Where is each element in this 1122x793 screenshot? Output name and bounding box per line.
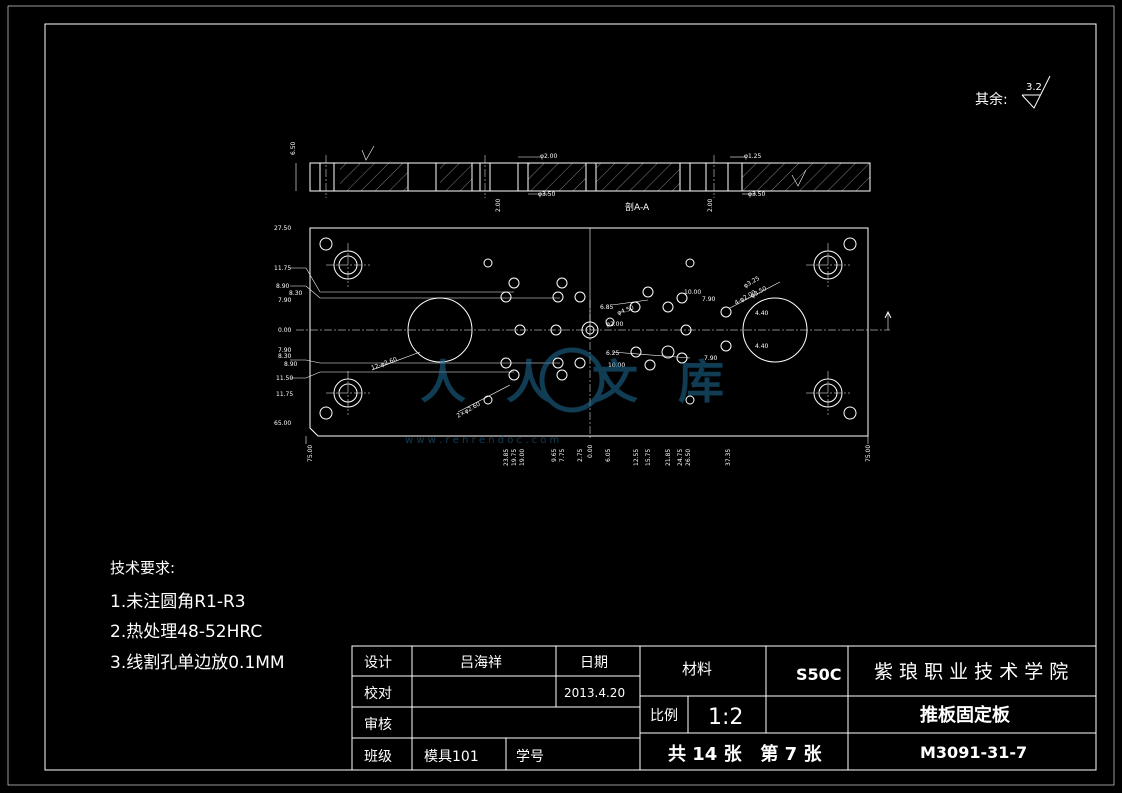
roughness-symbol-icon <box>1021 75 1051 109</box>
bottom-label-13: 26.50 <box>685 449 692 466</box>
hatch-zone-5 <box>742 163 870 191</box>
school-name: 紫 琅 职 业 技 术 学 院 <box>874 661 1068 683</box>
corner-holes <box>319 237 857 420</box>
center-label-4: 10.00 <box>684 289 701 296</box>
section-view: 6.50 φ2.00 φ3.50 φ1.25 φ3.50 2.00 2.00 剖… <box>290 141 871 213</box>
bottom-label-8: 6.05 <box>605 448 612 462</box>
center-label-2: 6.25 <box>606 350 620 357</box>
ejector-holes <box>500 277 732 381</box>
section-dim-1: φ2.00 <box>540 153 558 160</box>
hole-note-1: φ2.00 <box>606 321 624 328</box>
drawing-number: M3091-31-7 <box>920 743 1027 762</box>
hatch-zone-4 <box>596 163 680 191</box>
center-label-6: 4.40 <box>755 310 769 317</box>
left-label-6: 7.90 <box>278 347 292 354</box>
check-label: 校对 <box>364 685 392 702</box>
bottom-label-4: 9.65 <box>551 448 558 462</box>
section-dim-6: 2.00 <box>707 198 714 212</box>
scale-label: 比例 <box>650 708 678 724</box>
left-label-2: 8.90 <box>276 283 290 290</box>
left-label-11: 65.00 <box>274 420 291 427</box>
bottom-label-6: 0.00 <box>587 444 594 458</box>
center-label-5: 10.00 <box>608 362 625 369</box>
part-name: 推板固定板 <box>920 704 1011 726</box>
tech-item-2: 2.热处理48-52HRC <box>110 622 262 642</box>
left-label-5: 0.00 <box>278 327 292 334</box>
center-label-1: 7.90 <box>702 296 716 303</box>
hatch-zone-3 <box>528 163 586 191</box>
section-dim-3: φ1.25 <box>744 153 762 160</box>
bottom-label-10: 15.75 <box>645 449 652 466</box>
material-value: S50C <box>796 665 842 684</box>
hole-note-3: 12-φ2.60 <box>370 356 398 372</box>
plan-view: 27.50 11.75 8.90 8.30 7.90 0.00 7.90 8.3… <box>274 225 892 466</box>
scale-value: 1:2 <box>708 705 743 730</box>
tech-item-3: 3.线割孔单边放0.1MM <box>110 653 285 673</box>
bottom-label-9: 12.55 <box>633 449 640 466</box>
section-dim-4: φ3.50 <box>748 191 766 198</box>
bottom-label-2: 19.75 <box>511 449 518 466</box>
bottom-label-15: 75.00 <box>865 445 872 462</box>
hatch-zone-2 <box>440 163 472 191</box>
left-label-1: 11.75 <box>274 265 291 272</box>
hatch-zone-1 <box>340 163 408 191</box>
design-name: 吕海祥 <box>460 655 502 671</box>
center-label-0: 6.85 <box>600 304 614 311</box>
section-dim-5: 2.00 <box>495 198 502 212</box>
surface-finish-note: 其余: 3.2 <box>975 75 1051 109</box>
bottom-label-11: 21.85 <box>665 449 672 466</box>
left-label-0: 27.50 <box>274 225 291 232</box>
tech-title: 技术要求: <box>110 559 175 577</box>
check-date: 2013.4.20 <box>564 686 625 700</box>
hole-note-0: φ4.50 <box>616 304 635 317</box>
watermark-logo-text: 人人文库 <box>420 355 764 409</box>
bottom-label-1: 23.85 <box>503 449 510 466</box>
outer-frame <box>7 5 1115 786</box>
section-label: 剖A-A <box>625 201 650 213</box>
surface-finish-value: 3.2 <box>1026 82 1042 93</box>
class-value: 模具101 <box>424 749 479 765</box>
center-label-3: 7.90 <box>704 355 718 362</box>
class-label: 班级 <box>364 749 392 765</box>
sheets-info: 共 14 张 第 7 张 <box>668 743 822 765</box>
plate-outline <box>309 227 869 437</box>
watermark: 人人文库 w w w . r e n r e n d o c . c o m <box>405 347 764 446</box>
student-label: 学号 <box>516 749 544 765</box>
bottom-label-12: 24.75 <box>677 449 684 466</box>
technical-requirements: 技术要求: 1.未注圆角R1-R3 2.热处理48-52HRC 3.线割孔单边放… <box>110 559 285 673</box>
material-label: 材料 <box>682 660 712 678</box>
guide-bushes <box>326 243 850 415</box>
tech-item-1: 1.未注圆角R1-R3 <box>110 592 246 612</box>
review-label: 审核 <box>364 717 392 733</box>
left-label-10: 11.75 <box>276 391 293 398</box>
design-label: 设计 <box>364 655 392 671</box>
section-dim-2: φ3.50 <box>538 191 556 198</box>
bottom-label-0: 75.00 <box>307 445 314 462</box>
left-label-8: 8.90 <box>284 361 298 368</box>
watermark-url: w w w . r e n r e n d o c . c o m <box>405 435 559 446</box>
section-dim-height: 6.50 <box>290 141 297 155</box>
hole-note-5: φ3.50 <box>750 285 769 300</box>
date-label: 日期 <box>580 655 608 671</box>
left-label-7: 8.30 <box>278 353 292 360</box>
left-label-3: 8.30 <box>289 290 303 297</box>
left-label-4: 7.90 <box>278 297 292 304</box>
center-label-7: 4.40 <box>755 343 769 350</box>
watermark-logo-icon <box>539 347 605 413</box>
bottom-label-14: 37.35 <box>725 449 732 466</box>
title-block: 设计 吕海祥 日期 校对 2013.4.20 审核 班级 模具101 学号 材料… <box>351 645 1097 771</box>
bottom-label-3: 19.00 <box>519 449 526 466</box>
bottom-label-5: 7.75 <box>559 448 566 462</box>
leader-lines <box>290 267 869 444</box>
left-label-9: 11.50 <box>276 375 293 382</box>
bottom-label-7: 2.75 <box>577 448 584 462</box>
surface-finish-label: 其余: <box>975 91 1008 108</box>
